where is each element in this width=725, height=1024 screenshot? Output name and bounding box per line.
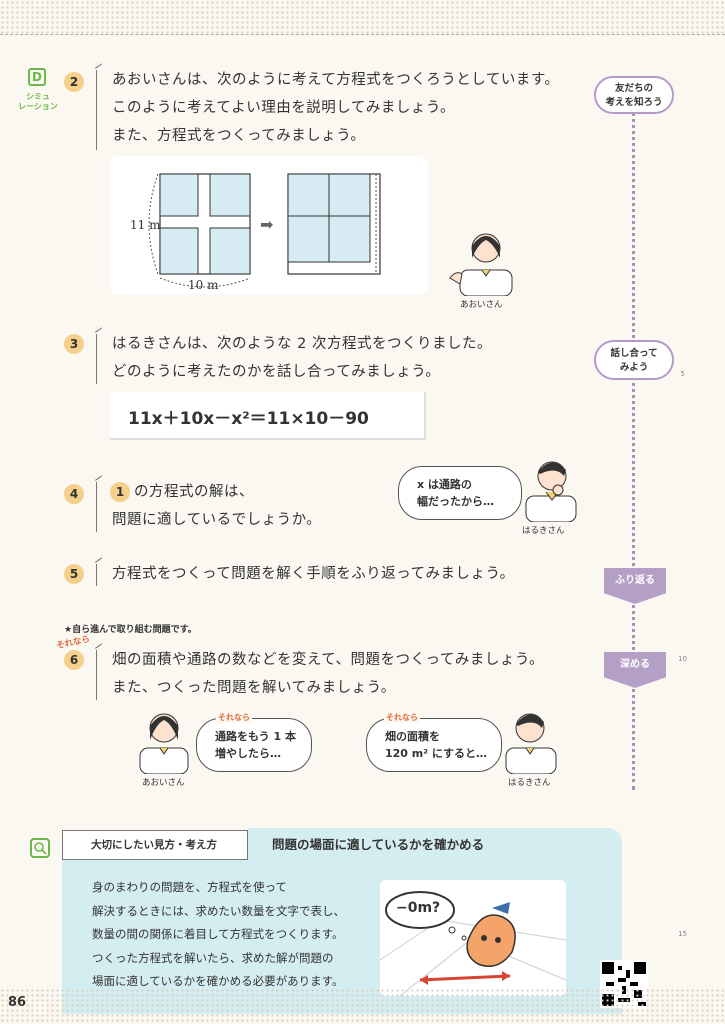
- q2-line-2: このように考えてよい理由を説明してみましょう。: [112, 100, 455, 116]
- summary-line-3: 数量の間の関係に着目して方程式をつくります。: [92, 927, 344, 941]
- haruki-speech-bubble-2: 畑の面積を 120 m² にすると…: [366, 718, 502, 772]
- equation-text: 11x＋10x－x²＝11×10－90: [128, 409, 369, 429]
- speaker-aoi-q2: あおいさん: [460, 300, 503, 310]
- question-number-2: 2: [64, 72, 84, 92]
- margin-mark-15: 15: [678, 930, 687, 938]
- summary-line-5: 場面に適しているかを確かめる必要があります。: [92, 974, 344, 988]
- haruki-avatar: [525, 461, 577, 522]
- field-diagram: ➡: [148, 173, 381, 288]
- question-bracket: [96, 482, 104, 532]
- aoi-avatar-2: [139, 713, 189, 774]
- question-number-4: 4: [64, 484, 84, 504]
- page-number: 86: [8, 995, 27, 1010]
- question-bracket: [96, 334, 104, 384]
- q6-line-2: また、つくった問題を解いてみましょう。: [112, 680, 396, 696]
- haruki-bubble-text: 畑の面積を 120 m² にすると…: [385, 730, 488, 760]
- mascot-illustration: −0m?: [380, 880, 566, 996]
- margin-mark-10: 10: [678, 655, 687, 663]
- summary-line-2: 解決するときには、求めたい数量を文字で表し、: [92, 903, 345, 918]
- question-bracket: [96, 70, 104, 150]
- question-bracket: [96, 564, 104, 586]
- summary-text: 身のまわりの問題を、方程式を使って 解決するときには、求めたい数量を文字で表し、…: [92, 876, 372, 994]
- question-bracket: [96, 650, 104, 700]
- ref-number-1: 1: [110, 482, 130, 502]
- height-label: 11 m: [130, 218, 161, 232]
- question-number-6: 6: [64, 650, 84, 670]
- thought-bubble-text: −0m?: [396, 900, 441, 916]
- width-label: 10 m: [188, 278, 219, 292]
- margin-mark-5: 5: [680, 370, 685, 378]
- aoi-sorenara: それなら: [216, 712, 252, 723]
- haruki-speech-bubble: x は通路の 幅だったから…: [398, 466, 522, 520]
- q4-line-2: 問題に適しているでしょうか。: [112, 512, 322, 528]
- q3-line-2: どのように考えたのかを話し合ってみましょう。: [112, 364, 441, 380]
- haruki-avatar-2: [505, 713, 557, 774]
- tag-tomodachi: 友だちの 考えを知ろう: [594, 76, 674, 114]
- transform-arrow-icon: ➡: [260, 215, 273, 234]
- speaker-haruki-q4: はるきさん: [522, 526, 565, 536]
- speaker-aoi-q6: あおいさん: [142, 778, 185, 788]
- tag-furikaeru: ふり返る: [604, 568, 666, 604]
- timeline-dotted-line: [632, 100, 635, 790]
- simulation-label: シミュ レーション: [18, 92, 58, 111]
- q3-line-1: はるきさんは、次のような 2 次方程式をつくりました。: [112, 336, 492, 352]
- self-directed-note: ★自ら進んで取り組む問題です。: [64, 625, 197, 635]
- bottom-dot-border: [0, 988, 725, 1024]
- aoi-speech-bubble: 通路をもう 1 本 増やしたら…: [196, 718, 312, 772]
- aoi-avatar: [449, 233, 513, 296]
- magnifier-icon: [30, 838, 50, 858]
- question-6-text: 畑の面積や通路の数などを変えて、問題をつくってみましょう。 また、つくった問題を…: [112, 646, 592, 702]
- question-3-text: はるきさんは、次のような 2 次方程式をつくりました。 どのように考えたのかを話…: [112, 330, 572, 386]
- summary-tab-label: 大切にしたい見方・考え方: [62, 830, 248, 860]
- q4-line-1: の方程式の解は、: [134, 484, 254, 500]
- tag-fukameru: 深める: [604, 652, 666, 688]
- speaker-haruki-q6: はるきさん: [508, 778, 551, 788]
- tag-hanashiai: 話し合って みよう: [594, 340, 674, 380]
- aoi-bubble-text: 通路をもう 1 本 増やしたら…: [215, 730, 296, 760]
- question-5-text: 方程式をつくって問題を解く手順をふり返ってみましょう。: [112, 566, 515, 582]
- top-dot-border: [0, 0, 725, 34]
- q2-line-1: あおいさんは、次のように考えて方程式をつくろうとしています。: [112, 72, 560, 88]
- simulation-badge-icon[interactable]: D: [28, 68, 46, 86]
- question-4-text: の方程式の解は、: [134, 478, 394, 506]
- q6-sorenara: それなら: [55, 634, 91, 652]
- q2-line-3: また、方程式をつくってみましょう。: [112, 128, 366, 144]
- haruki-sorenara: それなら: [384, 712, 420, 723]
- field-figure: ➡ 11 m 10 m: [110, 156, 428, 294]
- summary-line-1: 身のまわりの問題を、方程式を使って: [92, 880, 287, 894]
- equation-box: 11x＋10x－x²＝11×10－90: [110, 392, 426, 440]
- question-2-text: あおいさんは、次のように考えて方程式をつくろうとしています。 このように考えてよ…: [112, 66, 592, 150]
- q6-line-1: 畑の面積や通路の数などを変えて、問題をつくってみましょう。: [112, 652, 544, 668]
- question-number-5: 5: [64, 564, 84, 584]
- top-dashed-rule: [0, 34, 725, 35]
- summary-line-4: つくった方程式を解いたら、求めた解が問題の: [92, 950, 334, 965]
- question-number-3: 3: [64, 334, 84, 354]
- question-4-text-2: 問題に適しているでしょうか。: [112, 506, 412, 534]
